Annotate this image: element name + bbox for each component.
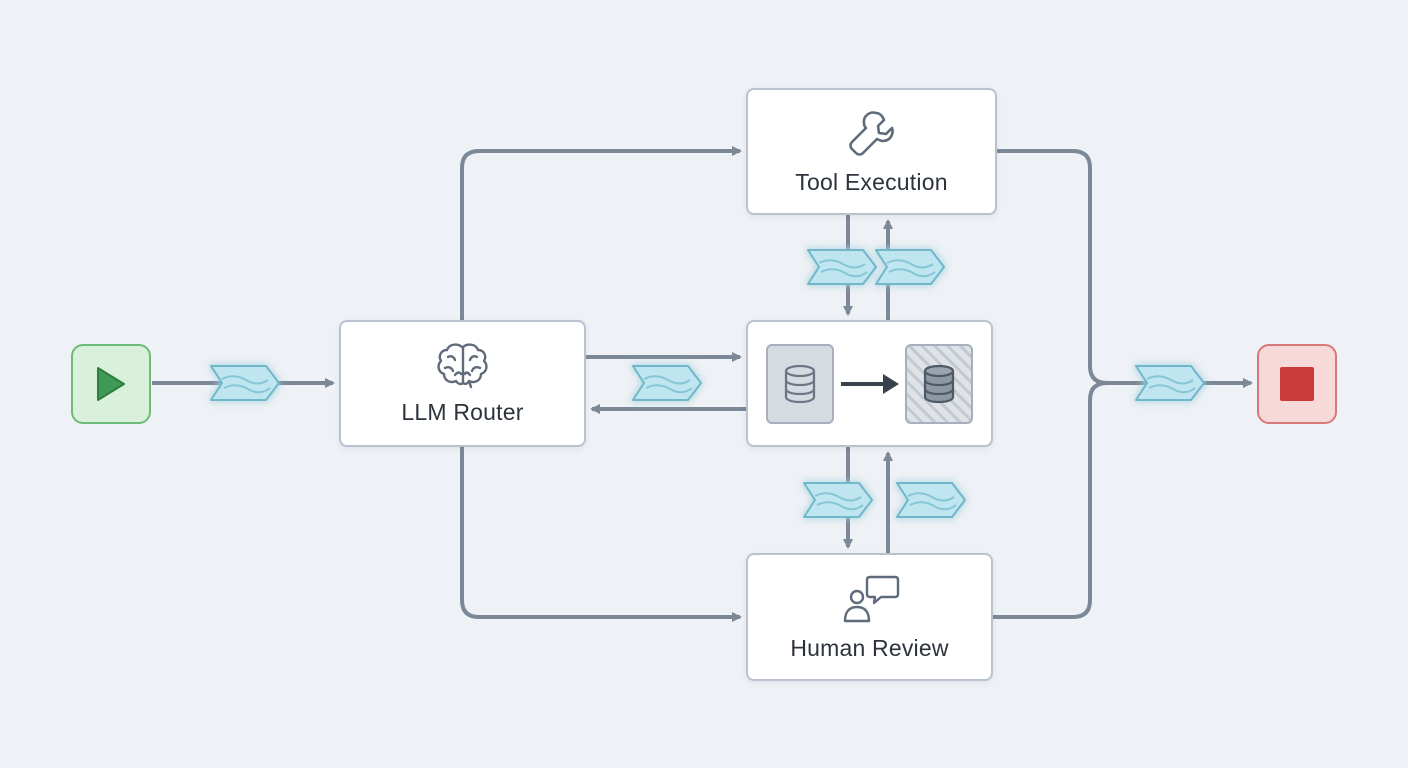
message-token-start-router bbox=[210, 365, 280, 401]
tool-execution-node[interactable]: Tool Execution bbox=[746, 88, 997, 215]
state-after-box bbox=[905, 343, 973, 424]
edge-tool-end bbox=[997, 149, 1108, 385]
brain-icon bbox=[435, 341, 491, 389]
tool-execution-label: Tool Execution bbox=[795, 169, 948, 195]
message-token-tool-state-down bbox=[807, 249, 877, 285]
arrow-right-icon bbox=[839, 372, 901, 396]
message-token-state-human-down bbox=[803, 482, 873, 518]
play-icon bbox=[94, 364, 128, 404]
message-token-router-state bbox=[632, 365, 702, 401]
edge-human-end bbox=[993, 381, 1108, 619]
llm-router-label: LLM Router bbox=[401, 399, 524, 425]
wrench-icon bbox=[846, 107, 898, 159]
state-before-box bbox=[766, 343, 834, 424]
edge-router-human bbox=[460, 447, 742, 622]
stop-icon bbox=[1279, 366, 1315, 402]
message-token-merge-end bbox=[1135, 365, 1205, 401]
edge-router-tool bbox=[460, 146, 742, 320]
database-icon bbox=[782, 364, 818, 404]
end-node[interactable] bbox=[1257, 344, 1337, 424]
state-store-node[interactable] bbox=[746, 320, 993, 447]
message-token-state-human-up bbox=[896, 482, 966, 518]
human-review-label: Human Review bbox=[790, 634, 949, 661]
human-review-node[interactable]: Human Review bbox=[746, 553, 993, 681]
llm-router-node[interactable]: LLM Router bbox=[339, 320, 586, 447]
person-chat-icon bbox=[840, 573, 900, 625]
database-hatched-icon bbox=[921, 364, 957, 404]
start-node[interactable] bbox=[71, 344, 151, 424]
message-token-tool-state-up bbox=[875, 249, 945, 285]
